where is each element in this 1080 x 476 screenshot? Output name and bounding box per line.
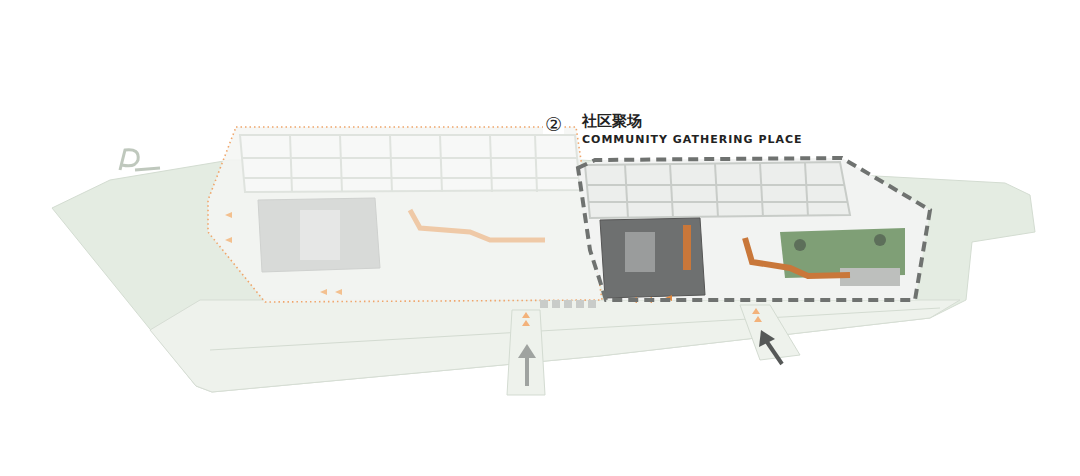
- road: [150, 300, 960, 392]
- access-road: [740, 305, 800, 360]
- chevrons: [225, 212, 342, 295]
- walkway: [745, 238, 850, 276]
- gathering-region: 社区聚场 COMMUNITY GATHERING PLACE: [540, 108, 940, 308]
- parking: [540, 300, 596, 308]
- entry-arrow: [518, 344, 536, 386]
- title-en: COMMUNITY GATHERING PLACE: [582, 133, 803, 146]
- entry-chevrons: [522, 308, 762, 326]
- callout-number: ②: [543, 115, 564, 134]
- tree: [794, 239, 806, 251]
- title-zh: 社区聚场: [582, 112, 642, 131]
- tree: [874, 234, 886, 246]
- building-void: [625, 232, 655, 272]
- canopy-grid: [585, 162, 850, 218]
- canopy-grid: [240, 135, 580, 192]
- building-void: [300, 210, 340, 260]
- p-sign: [120, 150, 160, 170]
- building: [600, 218, 705, 298]
- entry-arrow: [759, 330, 782, 364]
- stair: [683, 225, 691, 270]
- access-road: [507, 310, 545, 395]
- road-edge: [210, 308, 940, 350]
- building: [258, 198, 380, 272]
- boundary-line: [578, 158, 930, 300]
- gathering-ground: [578, 158, 930, 300]
- walkway: [410, 210, 545, 240]
- phase-one-boundary: [208, 127, 602, 302]
